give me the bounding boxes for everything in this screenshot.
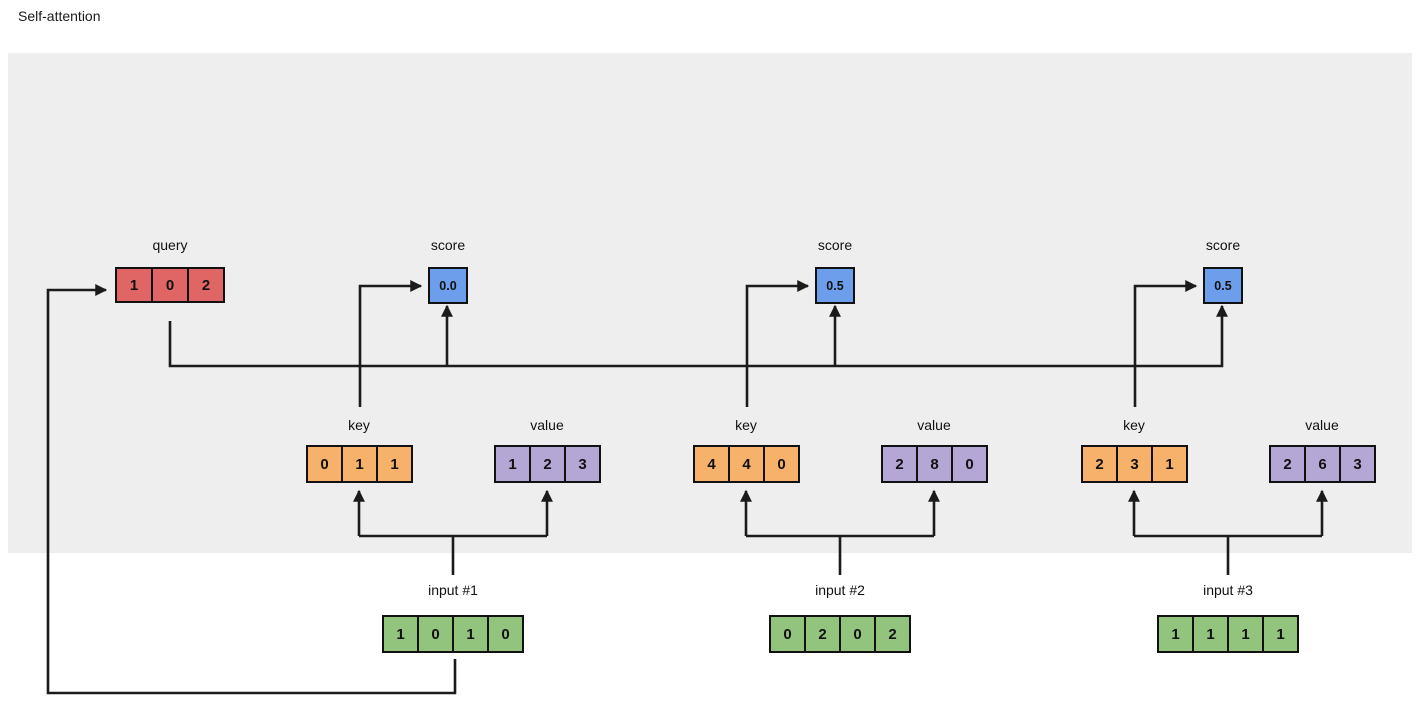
vector-cell: 1 <box>341 445 378 483</box>
key3-vector: 2 3 1 <box>1081 445 1188 483</box>
value3-vector: 2 6 3 <box>1269 445 1376 483</box>
vector-cell: 2 <box>874 615 911 653</box>
value1-vector: 1 2 3 <box>494 445 601 483</box>
vector-cell: 0 <box>151 267 189 303</box>
score2-box: 0.5 <box>815 267 855 304</box>
key1-label: key <box>348 417 370 433</box>
vector-cell: 1 <box>494 445 531 483</box>
input3-label: input #3 <box>1203 582 1253 598</box>
input2-label: input #2 <box>815 582 865 598</box>
vector-cell: 1 <box>376 445 413 483</box>
key2-vector: 4 4 0 <box>693 445 800 483</box>
query-vector: 1 0 2 <box>115 267 225 303</box>
vector-cell: 2 <box>881 445 918 483</box>
vector-cell: 2 <box>804 615 841 653</box>
vector-cell: 0 <box>417 615 454 653</box>
vector-cell: 1 <box>1157 615 1194 653</box>
vector-cell: 1 <box>452 615 489 653</box>
score2-label: score <box>817 237 853 253</box>
vector-cell: 0 <box>306 445 343 483</box>
vector-cell: 1 <box>1151 445 1188 483</box>
vector-cell: 1 <box>1227 615 1264 653</box>
vector-cell: 0 <box>763 445 800 483</box>
vector-cell: 0 <box>839 615 876 653</box>
vector-cell: 2 <box>187 267 225 303</box>
input1-label: input #1 <box>428 582 478 598</box>
input1-vector: 1 0 1 0 <box>382 615 524 653</box>
value1-label: value <box>530 417 564 433</box>
vector-cell: 0 <box>951 445 988 483</box>
vector-cell: 4 <box>693 445 730 483</box>
vector-cell: 3 <box>564 445 601 483</box>
value3-label: value <box>1305 417 1339 433</box>
vector-cell: 2 <box>529 445 566 483</box>
score3-box: 0.5 <box>1203 267 1243 304</box>
vector-cell: 0 <box>487 615 524 653</box>
vector-cell: 3 <box>1116 445 1153 483</box>
vector-cell: 8 <box>916 445 953 483</box>
input2-vector: 0 2 0 2 <box>769 615 911 653</box>
key1-vector: 0 1 1 <box>306 445 413 483</box>
vector-cell: 1 <box>1262 615 1299 653</box>
score1-box: 0.0 <box>428 267 468 304</box>
input3-vector: 1 1 1 1 <box>1157 615 1299 653</box>
vector-cell: 6 <box>1304 445 1341 483</box>
value2-vector: 2 8 0 <box>881 445 988 483</box>
vector-cell: 0 <box>769 615 806 653</box>
vector-cell: 2 <box>1269 445 1306 483</box>
vector-cell: 1 <box>1192 615 1229 653</box>
vector-cell: 2 <box>1081 445 1118 483</box>
score3-label: score <box>1205 237 1241 253</box>
vector-cell: 4 <box>728 445 765 483</box>
key3-label: key <box>1123 417 1145 433</box>
diagram-title: Self-attention <box>18 8 101 24</box>
vector-cell: 3 <box>1339 445 1376 483</box>
query-label: query <box>152 237 188 253</box>
key2-label: key <box>735 417 757 433</box>
score1-label: score <box>430 237 466 253</box>
value2-label: value <box>917 417 951 433</box>
vector-cell: 1 <box>115 267 153 303</box>
vector-cell: 1 <box>382 615 419 653</box>
